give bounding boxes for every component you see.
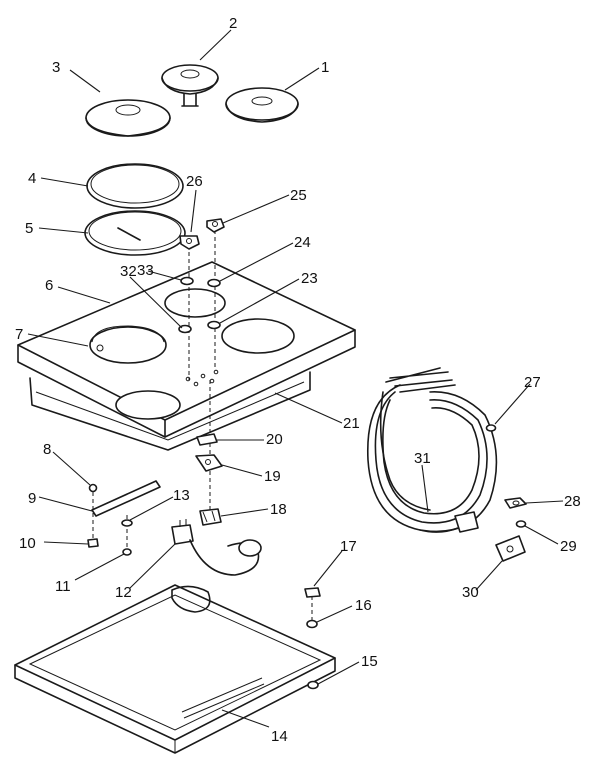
part-11-nut bbox=[122, 548, 132, 556]
callout-12: 12 bbox=[115, 584, 132, 601]
callout-31: 31 bbox=[414, 450, 431, 467]
callout-26: 26 bbox=[186, 173, 203, 190]
callout-33: 33 bbox=[137, 262, 154, 279]
callout-23: 23 bbox=[301, 270, 318, 287]
callout-29: 29 bbox=[560, 538, 577, 555]
part-5-ring-with-clip bbox=[84, 210, 186, 256]
part-8-screw bbox=[88, 483, 98, 493]
callout-24: 24 bbox=[294, 234, 311, 251]
part-14-bottom-pan bbox=[14, 584, 336, 754]
part-13-washer bbox=[121, 519, 133, 527]
callout-11: 11 bbox=[55, 578, 71, 595]
callout-13: 13 bbox=[173, 487, 190, 504]
callout-9: 9 bbox=[28, 490, 36, 507]
part-27-screw bbox=[485, 424, 497, 432]
callout-2: 2 bbox=[229, 15, 237, 32]
callout-8: 8 bbox=[43, 441, 51, 458]
part-10-screw bbox=[87, 538, 99, 548]
callout-6: 6 bbox=[45, 277, 53, 294]
part-31-wire-harness bbox=[366, 367, 498, 533]
callout-18: 18 bbox=[270, 501, 287, 518]
callout-16: 16 bbox=[355, 597, 372, 614]
callout-27: 27 bbox=[524, 374, 541, 391]
part-33-nut bbox=[180, 276, 194, 286]
callout-7: 7 bbox=[15, 326, 23, 343]
callout-20: 20 bbox=[266, 431, 283, 448]
callout-1: 1 bbox=[321, 59, 329, 76]
callout-32: 32 bbox=[120, 263, 137, 280]
callout-30: 30 bbox=[462, 584, 479, 601]
part-19-clip bbox=[195, 454, 223, 472]
part-24-nut bbox=[207, 278, 221, 288]
callout-14: 14 bbox=[271, 728, 288, 745]
callout-15: 15 bbox=[361, 653, 378, 670]
part-25-clip bbox=[206, 218, 225, 233]
part-3-burner-bowl bbox=[85, 99, 171, 137]
callout-10: 10 bbox=[19, 535, 36, 552]
callout-17: 17 bbox=[340, 538, 357, 555]
part-20-plate bbox=[196, 433, 218, 446]
part-17-clip bbox=[304, 587, 321, 598]
part-15-screw bbox=[307, 680, 319, 690]
part-6-cooktop-panel bbox=[17, 261, 356, 438]
part-16-screw bbox=[306, 619, 318, 629]
part-29-screw bbox=[515, 520, 527, 528]
part-1-burner-bowl bbox=[225, 87, 299, 123]
part-26-clip bbox=[179, 235, 200, 250]
part-9-bracket bbox=[91, 480, 161, 517]
callout-leaders bbox=[27, 29, 564, 728]
part-4-trim-ring bbox=[86, 163, 184, 209]
part-21-support-frame bbox=[29, 371, 311, 451]
callout-labels: 1 2 3 4 5 6 7 8 9 10 11 12 13 14 15 16 1… bbox=[15, 15, 581, 745]
callout-3: 3 bbox=[52, 59, 60, 76]
callout-5: 5 bbox=[25, 220, 33, 237]
callout-28: 28 bbox=[564, 493, 581, 510]
part-2-small-burner bbox=[161, 64, 219, 107]
part-30-bracket bbox=[495, 535, 526, 562]
part-23-nut bbox=[207, 320, 221, 330]
part-28-clamp bbox=[504, 497, 527, 509]
callout-21: 21 bbox=[343, 415, 360, 432]
callout-25: 25 bbox=[290, 187, 307, 204]
part-12-switch-assembly bbox=[171, 519, 262, 576]
callout-19: 19 bbox=[264, 468, 281, 485]
part-18-terminal-block bbox=[199, 508, 222, 526]
callout-4: 4 bbox=[28, 170, 36, 187]
